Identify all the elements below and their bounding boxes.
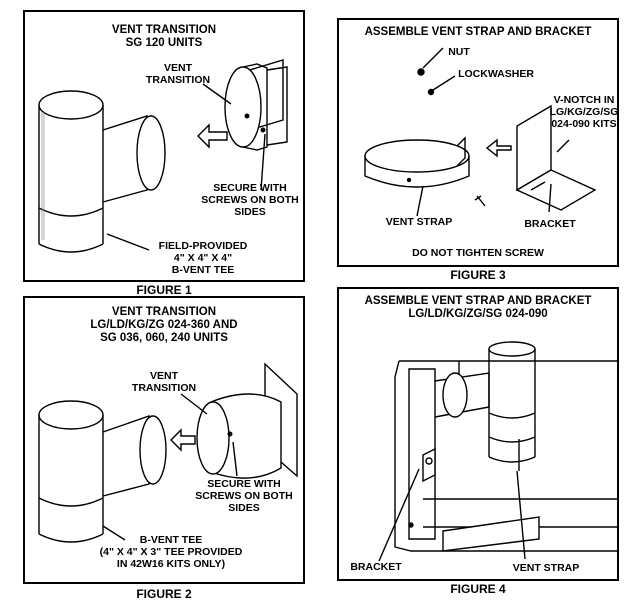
figure4-leader-bracket — [379, 469, 419, 561]
figure1-caption: FIGURE 1 — [136, 283, 192, 297]
figure2-caption: FIGURE 2 — [136, 587, 192, 601]
figure3-caption: FIGURE 3 — [450, 268, 506, 282]
figure1-tee — [39, 91, 165, 252]
figure3-leader-lockwasher — [433, 76, 455, 90]
figure2-title: VENT TRANSITION LG/LD/KG/ZG 024-360 AND … — [90, 306, 238, 344]
figure1-leader-transition — [203, 84, 231, 104]
figure4-leader-strap — [517, 471, 525, 559]
figure1-arrow — [198, 125, 227, 147]
figure4-label-strap: VENT STRAP — [512, 562, 580, 574]
figure4-vent-pipe — [435, 342, 535, 462]
figure1-label-secure: SECURE WITH SCREWS ON BOTH SIDES — [201, 182, 299, 218]
figure3-leader-strap — [417, 186, 423, 216]
figure3-label-bracket: BRACKET — [524, 218, 576, 230]
figure1-leader-secure — [261, 134, 265, 190]
figure3-panel: ASSEMBLE VENT STRAP AND BRACKET NUT LO — [337, 18, 619, 267]
figure1-leader-tee — [107, 234, 149, 250]
figure2-drawing — [25, 298, 303, 582]
figure3-bracket — [517, 106, 595, 210]
figure2-label-tee: B-VENT TEE (4" X 4" X 3" TEE PROVIDED IN… — [99, 534, 243, 570]
figure2-leader-secure — [233, 442, 237, 476]
figure4-strap-part — [489, 437, 535, 471]
figure3-drawing — [339, 20, 617, 265]
figure2-leader-tee — [103, 526, 125, 540]
figure4-caption: FIGURE 4 — [450, 582, 506, 596]
figure1-panel: VENT TRANSITION SG 120 UNITS VENT TRANSI… — [23, 10, 305, 282]
figure3-nut — [418, 69, 434, 95]
figure1-label-tee: FIELD-PROVIDED 4" X 4" X 4" B-VENT TEE — [158, 240, 248, 276]
figure3-title: ASSEMBLE VENT STRAP AND BRACKET — [364, 26, 592, 38]
figure4-bracket-part — [423, 449, 435, 481]
figure3-screw — [475, 196, 485, 206]
figure3-label-lockwasher: LOCKWASHER — [458, 68, 534, 80]
figure4-panel: ASSEMBLE VENT STRAP AND BRACKET LG/LD/KG… — [337, 287, 619, 581]
figure3-leader-nut — [423, 48, 443, 68]
figure2-transition — [197, 364, 297, 478]
figure4-label-bracket: BRACKET — [350, 561, 402, 573]
figure1-title: VENT TRANSITION SG 120 UNITS — [111, 24, 217, 49]
figure3-arrow — [487, 140, 511, 156]
figure2-label-secure: SECURE WITH SCREWS ON BOTH SIDES — [195, 478, 293, 514]
figure1-label-transition: VENT TRANSITION — [145, 62, 211, 86]
figure2-panel: VENT TRANSITION LG/LD/KG/ZG 024-360 AND … — [23, 296, 305, 584]
figure3-leader-vnotch — [557, 140, 569, 152]
figure2-arrow — [171, 430, 195, 450]
figure2-label-transition: VENT TRANSITION — [131, 370, 197, 394]
figure3-label-strap: VENT STRAP — [385, 216, 453, 228]
figure3-vent-strap — [365, 138, 469, 187]
figure4-title: ASSEMBLE VENT STRAP AND BRACKET LG/LD/KG… — [364, 295, 592, 320]
figure4-drawing — [339, 289, 617, 579]
figure3-note: DO NOT TIGHTEN SCREW — [412, 247, 544, 259]
figure3-label-vnotch: V-NOTCH IN LG/KG/ZG/SG 024-090 KITS — [549, 94, 619, 130]
figure2-leader-transition — [181, 394, 207, 414]
figure3-label-nut: NUT — [448, 46, 470, 58]
figure1-drawing — [25, 12, 303, 280]
figure3-leader-bracket — [549, 184, 551, 212]
figure2-tee — [39, 401, 166, 542]
figure1-transition — [225, 60, 287, 150]
